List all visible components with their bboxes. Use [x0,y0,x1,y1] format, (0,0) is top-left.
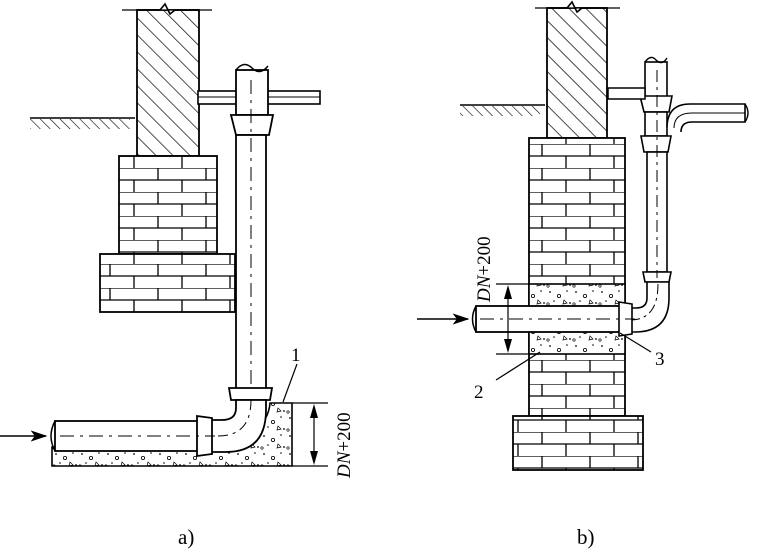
callout-label-2: 2 [474,382,484,403]
elbow-a [209,399,267,453]
callout-label-3: 3 [655,349,665,370]
caption-b: b) [577,525,595,549]
figure-b: DN+200 2 3 b) [417,0,749,549]
dimension-label-b: DN+200 [474,236,495,303]
callout-1: 1 [282,345,301,403]
horizontal-pipe-a [50,414,215,458]
brick-wall-b [512,137,644,471]
vertical-pipe-b [638,56,673,283]
callout-label-1: 1 [291,345,301,366]
callout-2: 2 [474,351,541,403]
vertical-pipe-a [227,63,275,401]
ground-surface-a [30,117,135,129]
caption-a: a) [178,525,194,549]
dimension-b: DN+200 [474,236,530,355]
wall-upper-b [535,0,620,139]
dimension-label-a: DN+200 [334,412,355,479]
wall-upper-a [122,2,212,157]
dimension-a: DN+200 [292,402,355,479]
figure-a: DN+200 1 a) [0,2,355,549]
horizontal-pipe-b [471,301,635,337]
ground-surface-b [460,104,545,116]
brick-foundation-a [99,155,236,313]
branch-pipe-b [607,87,749,133]
callout-3: 3 [619,332,665,370]
